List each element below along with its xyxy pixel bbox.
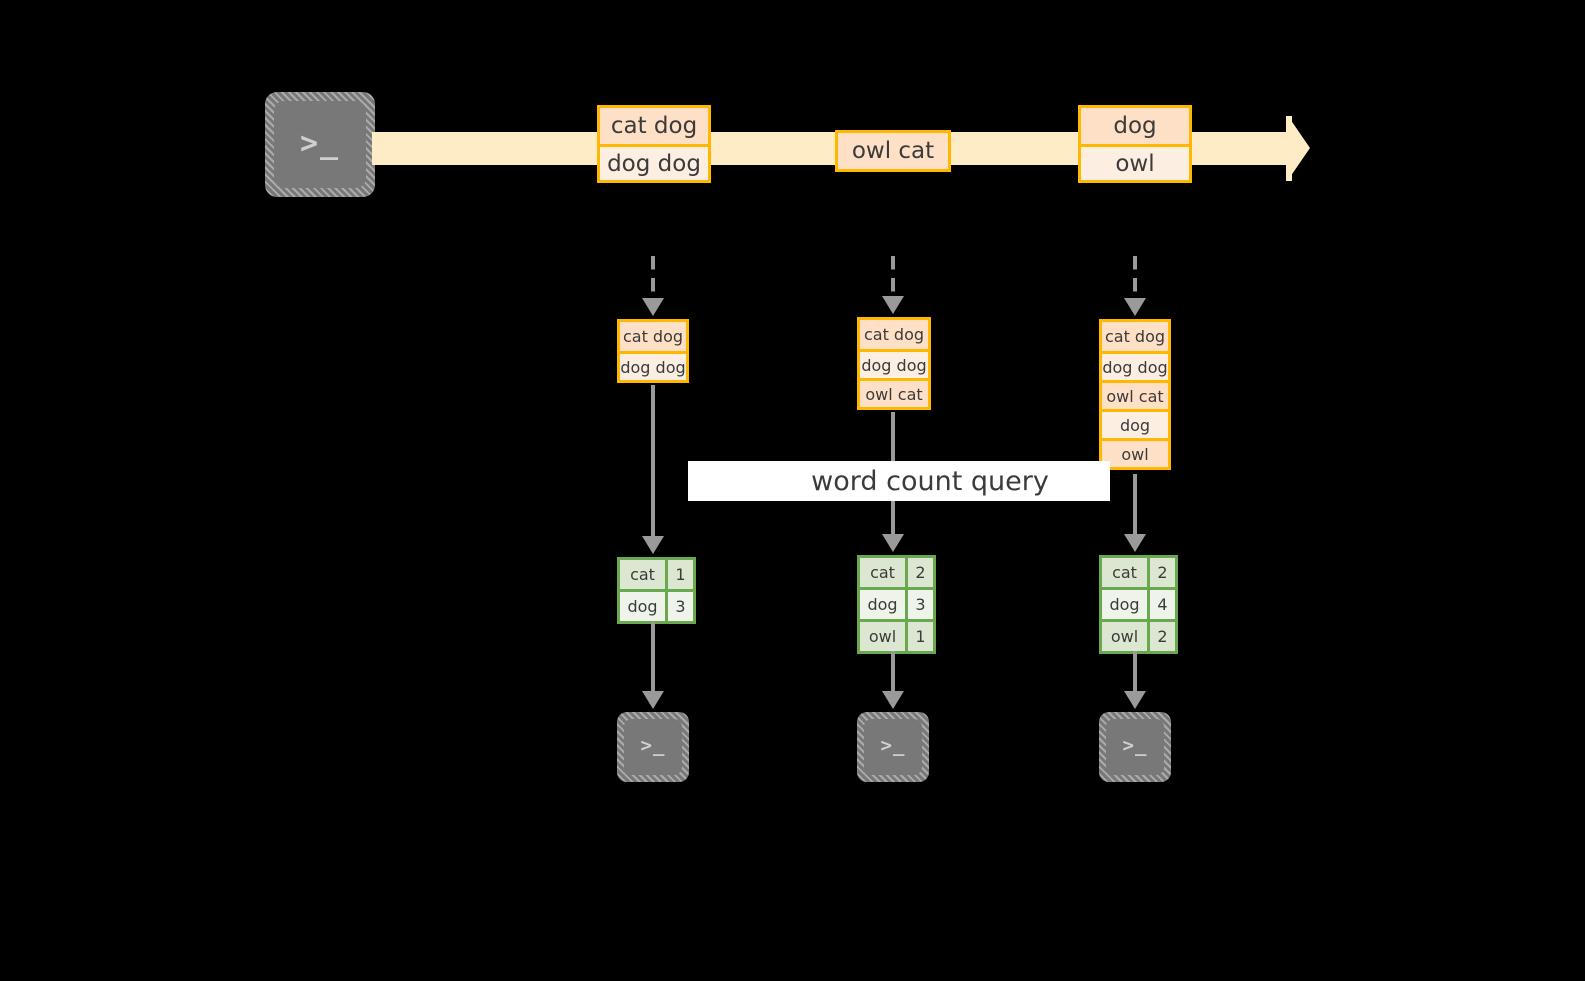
consumer-1-delivery-line — [651, 622, 655, 694]
snapshot-line: dog dog — [860, 349, 928, 378]
consumer-2-terminal-icon[interactable]: >_ — [857, 712, 929, 782]
snapshot-line: dog dog — [620, 351, 686, 380]
terminal-screen — [1106, 719, 1164, 775]
consumer-2-delivery-line — [891, 651, 895, 694]
snapshot-3-result-table[interactable]: cat 2 dog 4 owl 2 — [1099, 555, 1178, 654]
snapshot-line: dog — [1102, 409, 1168, 438]
snapshot-line: dog dog — [1102, 351, 1168, 380]
snapshot-2-result-table[interactable]: cat 2 dog 3 owl 1 — [857, 555, 936, 654]
result-count: 3 — [908, 590, 933, 619]
snapshot-2-feed-arrowhead — [882, 296, 904, 314]
record-line: dog dog — [600, 144, 708, 180]
result-count: 3 — [668, 592, 693, 621]
table-row: cat 1 — [620, 560, 693, 589]
result-count: 2 — [1150, 622, 1175, 651]
query-label-band: word count query — [688, 461, 1110, 501]
terminal-prompt-glyph: >_ — [880, 734, 906, 757]
snapshot-2-query-arrowhead — [882, 534, 904, 552]
snapshot-line: owl cat — [860, 378, 928, 407]
producer-terminal-icon[interactable]: >_ — [265, 92, 375, 197]
snapshot-line: cat dog — [620, 322, 686, 351]
snapshot-1-feed-arrowhead — [642, 298, 664, 316]
table-row: dog 3 — [860, 587, 933, 619]
result-count: 4 — [1150, 590, 1175, 619]
snapshot-3-query-arrowhead — [1124, 534, 1146, 552]
terminal-prompt-glyph: >_ — [1122, 734, 1148, 757]
terminal-screen — [864, 719, 922, 775]
result-count: 1 — [668, 560, 693, 589]
terminal-prompt-glyph: >_ — [299, 125, 341, 161]
snapshot-3-query-line — [1133, 474, 1137, 538]
table-row: cat 2 — [860, 558, 933, 587]
snapshot-3-records[interactable]: cat dog dog dog owl cat dog owl — [1099, 319, 1171, 470]
table-row: dog 4 — [1102, 587, 1175, 619]
table-row: cat 2 — [1102, 558, 1175, 587]
result-word: owl — [860, 622, 908, 651]
snapshot-1-query-arrowhead — [642, 536, 664, 554]
table-row: owl 1 — [860, 619, 933, 651]
record-line: owl cat — [838, 133, 948, 169]
snapshot-3-feed-arrowhead — [1124, 298, 1146, 316]
snapshot-line: owl — [1102, 438, 1168, 467]
snapshot-line: owl cat — [1102, 380, 1168, 409]
consumer-3-terminal-icon[interactable]: >_ — [1099, 712, 1171, 782]
result-word: cat — [860, 558, 908, 587]
record-line: cat dog — [600, 108, 708, 144]
snapshot-line: cat dog — [1102, 322, 1168, 351]
terminal-screen — [274, 101, 366, 188]
stream-record-1[interactable]: cat dog dog dog — [597, 105, 711, 183]
result-word: owl — [1102, 622, 1150, 651]
terminal-prompt-glyph: >_ — [640, 734, 666, 757]
snapshot-2-feed-line — [891, 256, 895, 300]
snapshot-2-records[interactable]: cat dog dog dog owl cat — [857, 317, 931, 410]
result-count: 2 — [908, 558, 933, 587]
record-line: dog — [1081, 108, 1189, 144]
snapshot-line: cat dog — [860, 320, 928, 349]
result-word: dog — [860, 590, 908, 619]
result-word: dog — [620, 592, 668, 621]
consumer-1-terminal-icon[interactable]: >_ — [617, 712, 689, 782]
snapshot-1-feed-line — [651, 256, 655, 302]
result-count: 1 — [908, 622, 933, 651]
stream-record-3[interactable]: dog owl — [1078, 105, 1192, 183]
consumer-3-delivery-line — [1133, 651, 1137, 694]
result-word: cat — [620, 560, 668, 589]
stream-record-2[interactable]: owl cat — [835, 130, 951, 172]
terminal-screen — [624, 719, 682, 775]
result-word: dog — [1102, 590, 1150, 619]
consumer-3-delivery-arrowhead — [1124, 691, 1146, 709]
result-word: cat — [1102, 558, 1150, 587]
snapshot-1-query-line — [651, 385, 655, 540]
table-row: dog 3 — [620, 589, 693, 621]
consumer-2-delivery-arrowhead — [882, 691, 904, 709]
snapshot-1-records[interactable]: cat dog dog dog — [617, 319, 689, 383]
result-count: 2 — [1150, 558, 1175, 587]
record-line: owl — [1081, 144, 1189, 180]
snapshot-3-feed-line — [1133, 256, 1137, 302]
consumer-1-delivery-arrowhead — [642, 691, 664, 709]
snapshot-1-result-table[interactable]: cat 1 dog 3 — [617, 557, 696, 624]
event-stream-arrow-head — [1288, 116, 1310, 180]
table-row: owl 2 — [1102, 619, 1175, 651]
query-label: word count query — [811, 465, 1049, 497]
